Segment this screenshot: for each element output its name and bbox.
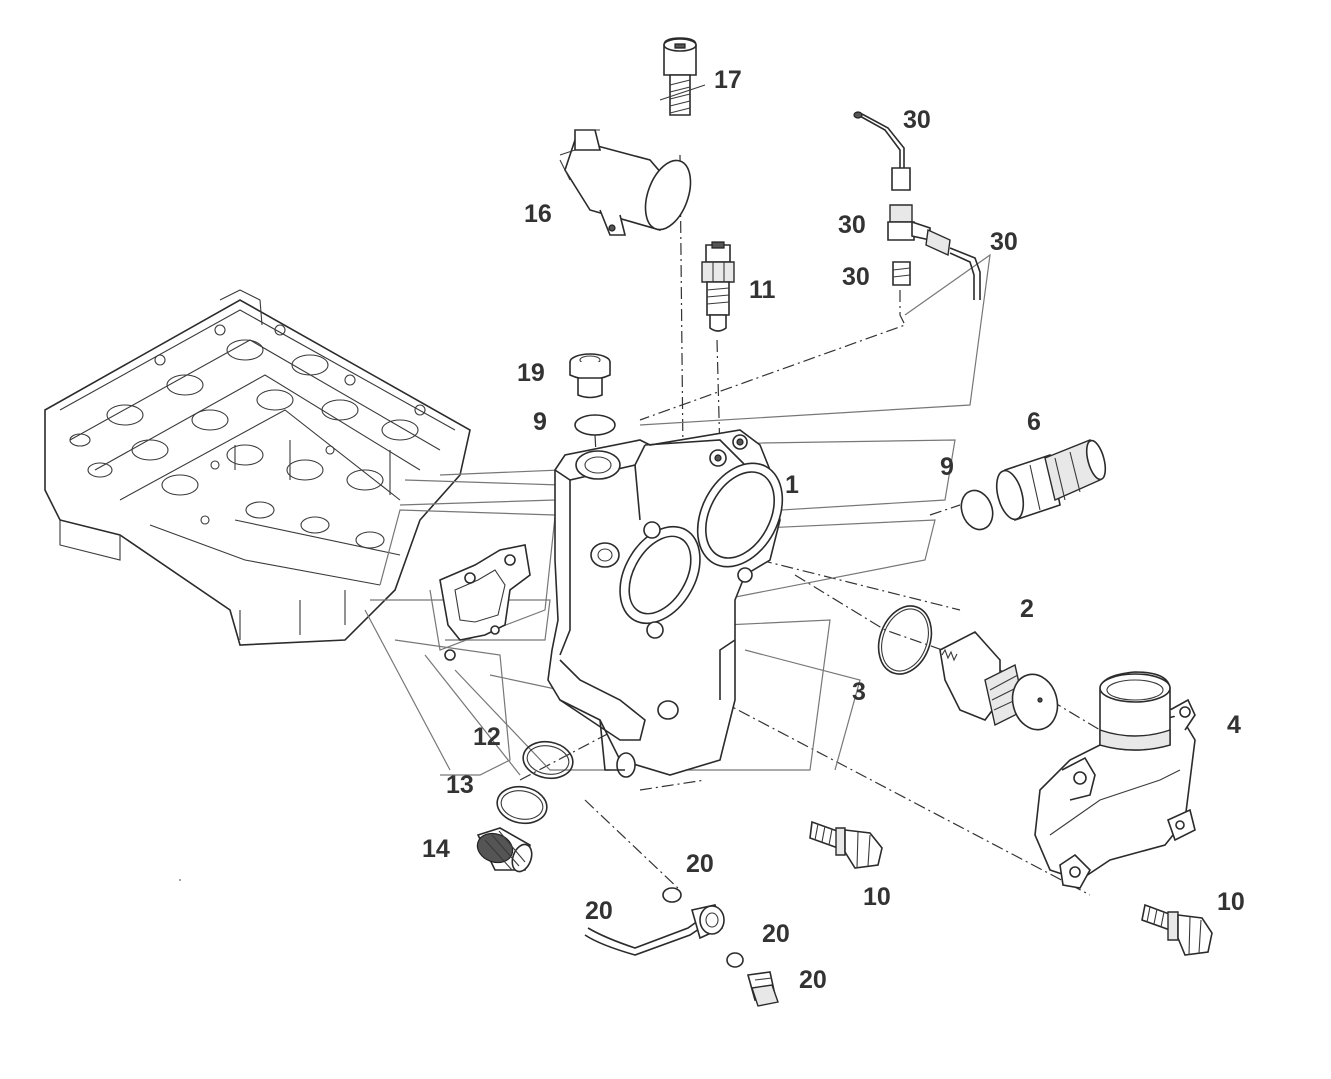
- callout-17: 17: [714, 66, 742, 94]
- thermostat-2: [877, 605, 1059, 731]
- callout-1: 1: [785, 471, 799, 499]
- callout-13: 13: [446, 771, 474, 799]
- callout-20-lower: 20: [799, 966, 827, 994]
- bolt-10-left: [809, 820, 883, 869]
- callout-20-left: 20: [585, 897, 613, 925]
- callout-30-middle: 30: [838, 211, 866, 239]
- oil-line-assembly-20: [584, 887, 779, 1007]
- ring-13: [496, 785, 548, 825]
- thermostat-cover-4: [1034, 671, 1196, 889]
- callout-9-upper: 9: [533, 408, 547, 436]
- housing-1: [547, 429, 784, 778]
- callout-11: 11: [749, 276, 776, 304]
- callout-6: 6: [1027, 408, 1041, 436]
- speck-mark: [179, 879, 181, 881]
- seal-ring-12: [522, 740, 574, 780]
- callout-20-upper: 20: [686, 850, 714, 878]
- fitting-6: [995, 439, 1107, 522]
- o-ring-9-upper: [574, 414, 616, 436]
- callout-4: 4: [1227, 711, 1241, 739]
- callout-30-lower: 30: [842, 263, 870, 291]
- callout-14: 14: [422, 835, 450, 863]
- pipe-assembly-30: [853, 111, 981, 300]
- callout-9-right: 9: [940, 453, 954, 481]
- bolt-10-right: [1141, 903, 1213, 956]
- callout-12: 12: [473, 723, 501, 751]
- callout-2: 2: [1020, 595, 1034, 623]
- gasket-plate: [439, 544, 531, 661]
- cylinder-head-drawing: [44, 289, 471, 646]
- callout-20-middle: 20: [762, 920, 790, 948]
- callout-labels: 17 30 16 30 30 30 11 19 9 6 1 9 2 3 4 12…: [422, 66, 1245, 994]
- solenoid-16: [559, 129, 692, 236]
- plug-19: [569, 353, 611, 399]
- callout-10-left: 10: [863, 883, 891, 911]
- threaded-plug-14: [476, 827, 533, 873]
- callout-3: 3: [852, 678, 866, 706]
- callout-10-right: 10: [1217, 888, 1245, 916]
- cap-screw-17: [659, 37, 706, 116]
- sensor-11: [701, 241, 735, 332]
- callout-16: 16: [524, 200, 552, 228]
- o-ring-9-right: [960, 489, 994, 531]
- callout-30-top: 30: [903, 106, 931, 134]
- callout-30-right: 30: [990, 228, 1018, 256]
- callout-19: 19: [517, 359, 545, 387]
